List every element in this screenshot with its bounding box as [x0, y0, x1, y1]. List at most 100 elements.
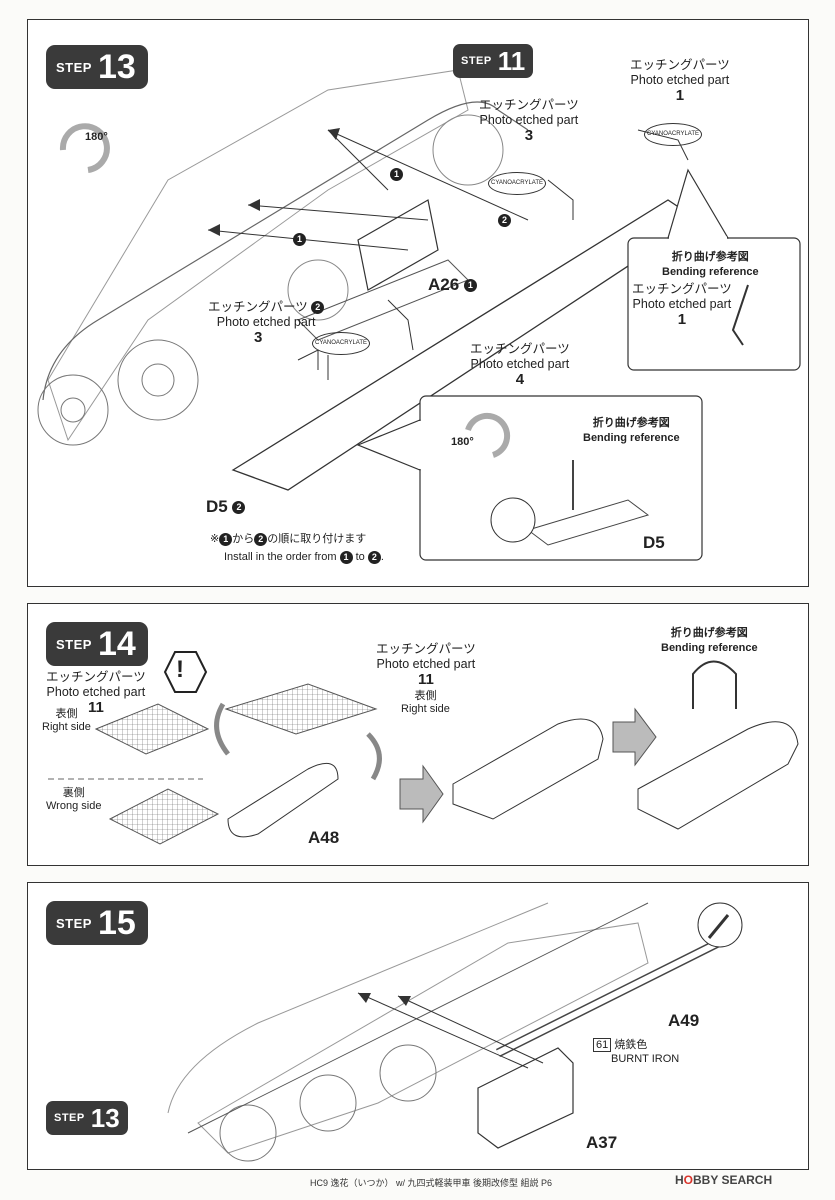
right-side-jp: 表側 [55, 708, 78, 720]
bending-en: Bending reference [662, 266, 759, 278]
etched-part-label-1b: エッチングパーツ Photo etched part 1 [632, 282, 732, 327]
etched-part-label-3: エッチングパーツ Photo etched part 3 [479, 98, 579, 143]
paint-color-callout: 61 焼鉄色 BURNT IRON [593, 1038, 679, 1066]
etched-part-jp: エッチングパーツ [208, 300, 308, 314]
part-number: 3 [254, 329, 263, 346]
part-a26-label: A26 1 [428, 275, 477, 295]
etched-part-jp: エッチングパーツ [46, 670, 146, 684]
order-marker-2: 2 [498, 213, 511, 228]
etched-part-jp: エッチングパーツ [630, 58, 730, 72]
watermark-rest: BBY SEARCH [693, 1173, 773, 1187]
hobby-search-watermark: HOBBY SEARCH [675, 1173, 772, 1187]
part-d5-label: D5 2 [206, 497, 246, 517]
etched-part-label-11: エッチングパーツ Photo etched part 11 [46, 670, 146, 715]
cyanoacrylate-icon: CYANOACRYLATE [312, 332, 371, 355]
marker: 1 [293, 233, 306, 247]
bending-reference-label: 折り曲げ参考図 Bending reference [583, 416, 680, 446]
step-label: STEP [56, 636, 92, 652]
step-15-panel: STEP 15 STEP 13 A49 61 焼鉄色 BURNT IRON A3… [27, 882, 809, 1170]
note-jp-suffix: の順に取り付けます [267, 533, 367, 545]
step-number: 14 [97, 624, 136, 663]
etched-part-en: Photo etched part [376, 657, 476, 671]
step-13-panel: STEP 13 STEP 11 180° エッチングパーツ Photo etch… [27, 19, 809, 587]
rotate-180-label: 180° [451, 436, 474, 448]
step-15-illustration [167, 902, 743, 1162]
marker: 2 [367, 550, 381, 564]
marker: 1 [390, 168, 403, 182]
step-13-badge: STEP 13 [46, 45, 148, 89]
step-13-ref-badge: STEP 13 [46, 1101, 128, 1135]
marker: 1 [463, 279, 477, 293]
step-label: STEP [56, 59, 92, 75]
etched-part-jp: エッチングパーツ [470, 342, 570, 356]
wrong-side-jp: 裏側 [62, 787, 85, 799]
part-name: A26 [428, 275, 460, 294]
etched-part-label-11b: エッチングパーツ Photo etched part 11 [376, 642, 476, 687]
rotate-180-label: 180° [85, 131, 108, 143]
right-side-label: 表側 Right side [42, 708, 91, 734]
step-label: STEP [54, 1112, 85, 1124]
etched-part-en: Photo etched part [470, 357, 570, 371]
marker: 2 [311, 301, 325, 315]
etched-part-en: Photo etched part [479, 113, 579, 127]
marker: 2 [498, 214, 511, 228]
bending-jp: 折り曲げ参考図 [592, 417, 670, 429]
step-11-ref-badge: STEP 11 [453, 44, 534, 78]
wrong-side-label: 裏側 Wrong side [46, 787, 101, 813]
etched-part-label-3b: エッチングパーツ 2 Photo etched part 3 [208, 300, 325, 346]
marker: 1 [339, 550, 353, 564]
right-side-en: Right side [401, 703, 450, 715]
etched-part-en: Photo etched part [630, 73, 730, 87]
etched-part-jp: エッチングパーツ [632, 282, 732, 296]
step-label: STEP [56, 915, 92, 931]
etched-part-en: Photo etched part [216, 315, 316, 329]
part-number: 4 [515, 371, 525, 388]
etched-part-jp: エッチングパーツ [479, 98, 579, 112]
part-number: 1 [675, 87, 685, 104]
step-14-illustration [48, 651, 799, 845]
etched-part-en: Photo etched part [632, 297, 732, 311]
watermark-o: O [683, 1173, 694, 1187]
cyanoacrylate-icon: CYANOACRYLATE [488, 172, 547, 195]
marker: 1 [219, 532, 233, 546]
part-a37-label: A37 [586, 1133, 618, 1152]
color-jp: 焼鉄色 [614, 1039, 648, 1051]
part-number: 11 [417, 671, 434, 688]
right-side-jp: 表側 [414, 690, 437, 702]
note-en-mid: to [355, 551, 365, 563]
part-number: 3 [524, 127, 534, 144]
step-14-badge: STEP 14 [46, 622, 148, 666]
order-marker-1: 1 [390, 167, 403, 182]
watermark-h: H [675, 1173, 684, 1187]
part-number: 11 [87, 699, 104, 716]
cyanoacrylate-icon: CYANOACRYLATE [644, 123, 703, 146]
color-code: 61 [593, 1038, 612, 1052]
step-number: 15 [97, 903, 136, 942]
page-footer: HC9 逸花（いつか） w/ 九四式軽装甲車 後期改修型 組説 P6 [310, 1178, 553, 1188]
marker: 2 [254, 532, 268, 546]
part-number: 1 [677, 311, 687, 328]
bending-en: Bending reference [661, 642, 758, 654]
color-en: BURNT IRON [611, 1053, 680, 1065]
step-13-illustration [37, 69, 801, 561]
note-en-suffix: . [380, 551, 384, 563]
etched-part-label-4: エッチングパーツ Photo etched part 4 [470, 342, 570, 387]
note-en-prefix: Install in the order from [224, 551, 337, 563]
part-d5-label: D5 [643, 533, 665, 552]
bending-reference-label: 折り曲げ参考図 Bending reference [661, 626, 758, 656]
part-a48-label: A48 [308, 828, 340, 847]
note-jp-mid: から [232, 533, 255, 545]
right-side-label: 表側 Right side [401, 690, 450, 716]
etched-part-jp: エッチングパーツ [376, 642, 476, 656]
bending-jp: 折り曲げ参考図 [670, 627, 748, 639]
wrong-side-en: Wrong side [46, 800, 102, 812]
step-label: STEP [461, 55, 492, 67]
step-number: 11 [497, 45, 526, 76]
bending-jp: 折り曲げ参考図 [671, 251, 749, 263]
part-name: D5 [206, 497, 228, 516]
note-jp-prefix: ※ [210, 533, 220, 545]
order-marker-1: 1 [293, 232, 306, 247]
step-14-panel: STEP 14 ! エッチングパーツ Photo etched part 11 … [27, 603, 809, 866]
marker: 2 [232, 501, 246, 515]
